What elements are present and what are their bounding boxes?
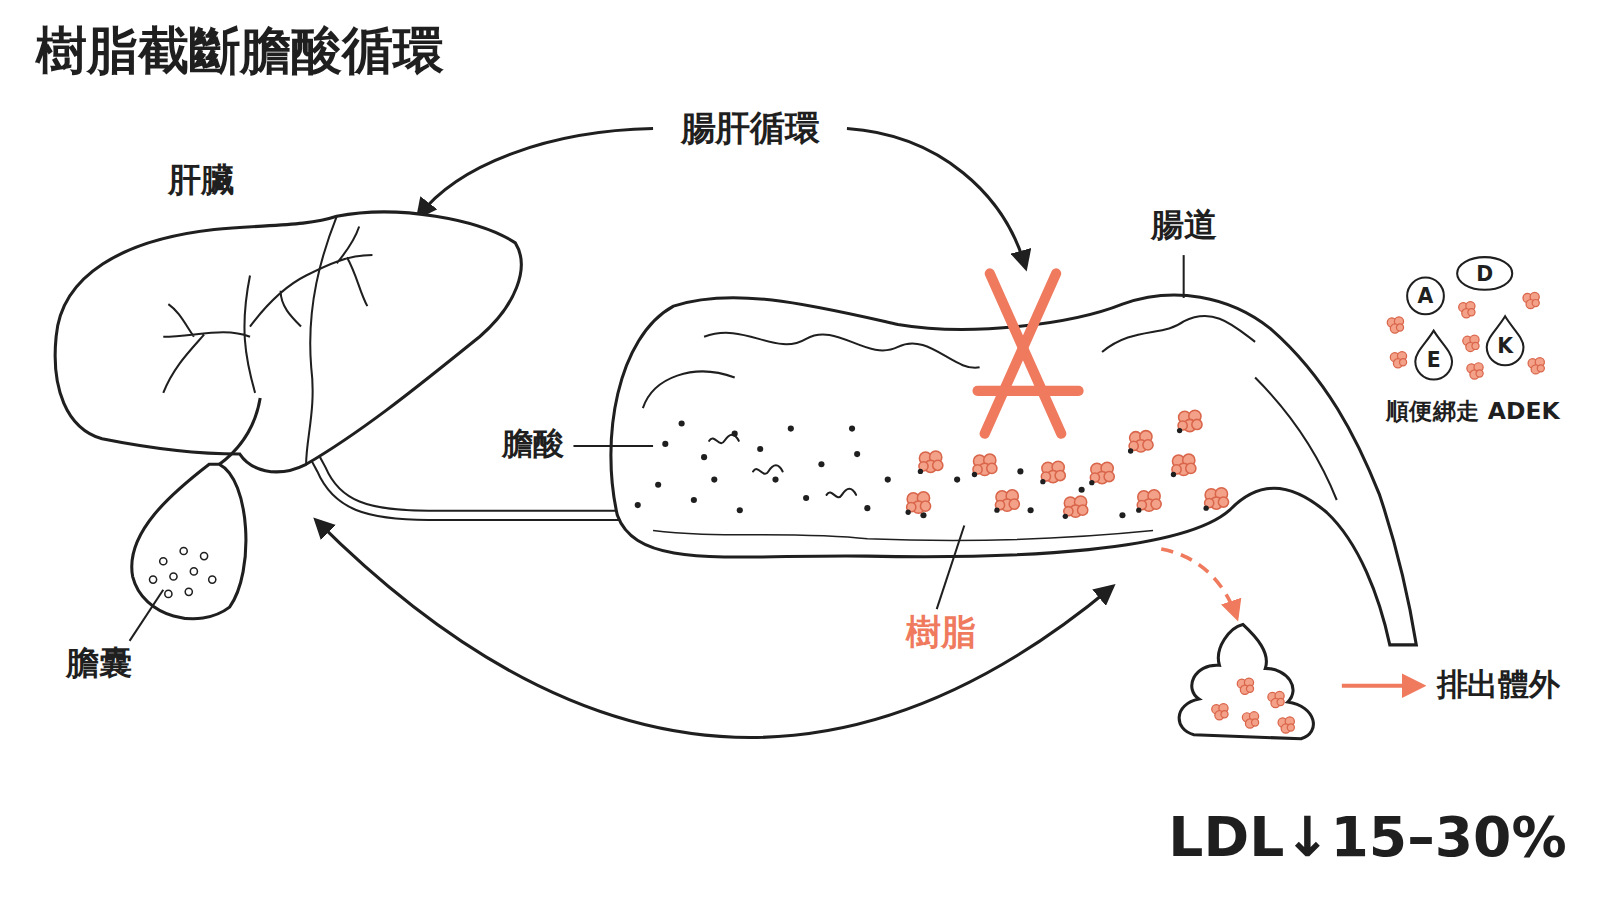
resin-label: 樹脂 — [906, 612, 975, 652]
resin-clumps — [906, 410, 1229, 519]
diagram-title: 樹脂截斷膽酸循環 — [36, 22, 444, 81]
block-mark — [978, 273, 1079, 433]
bile-acid-dots — [635, 420, 1126, 518]
vitamin-drop: K — [1485, 314, 1526, 367]
part-label: 膽酸 — [502, 427, 563, 462]
organ-label: 膽囊 — [66, 645, 131, 683]
organ-label: 肝臟 — [168, 161, 233, 199]
stool — [1179, 624, 1313, 738]
note-label: 順便綁走 ADEK — [1386, 398, 1560, 425]
vitamin-letter: E — [1427, 350, 1441, 370]
gallbladder — [132, 398, 260, 619]
vitamin-drop: E — [1413, 329, 1454, 382]
cycle-arrow — [847, 129, 1026, 268]
excretion-label: 排出體外 — [1437, 667, 1559, 702]
vitamin-drop: D — [1455, 255, 1514, 292]
intestine — [611, 295, 1416, 645]
result-label: LDL↓15–30% — [1168, 806, 1566, 869]
vitamin-letter: D — [1476, 263, 1493, 283]
liver — [55, 212, 521, 472]
cycle-arrow — [418, 129, 653, 217]
organ-label: 腸道 — [1151, 206, 1216, 244]
cycle-label: 腸肝循環 — [681, 108, 820, 148]
vitamin-letter: K — [1497, 336, 1513, 356]
vitamin-drop: A — [1405, 276, 1446, 317]
vitamin-letter: A — [1418, 286, 1434, 306]
